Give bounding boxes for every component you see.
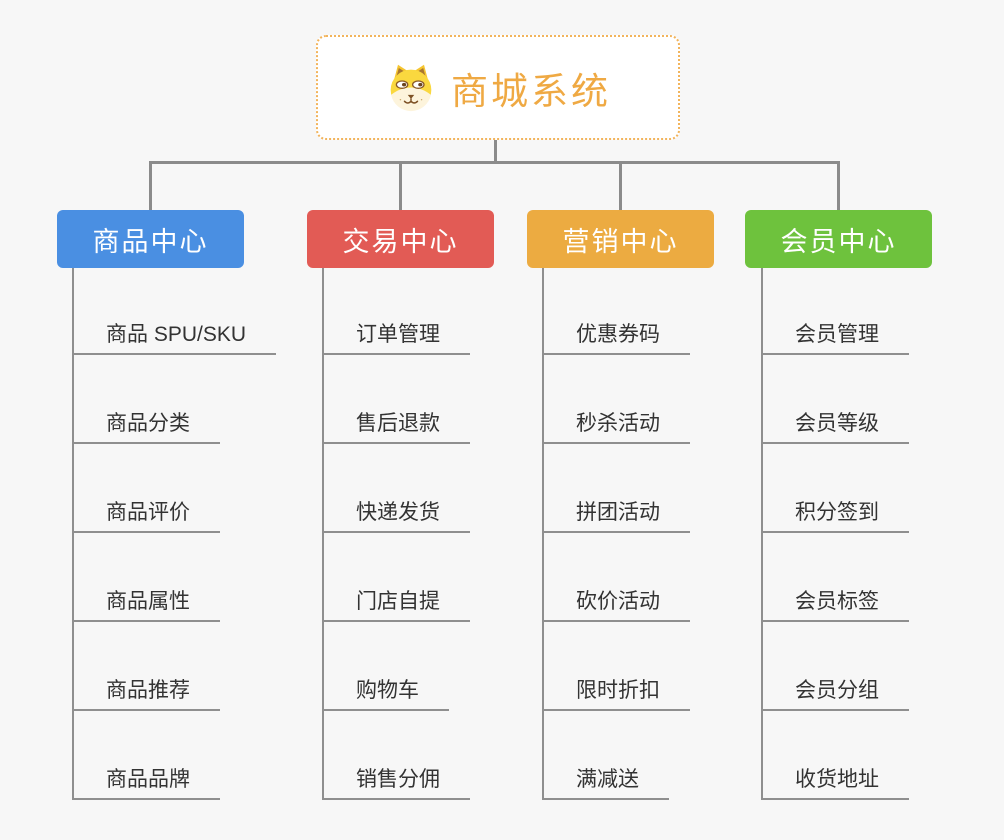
topic-node[interactable]: 会员管理 — [763, 268, 909, 355]
branch-header-products[interactable]: 商品中心 — [57, 210, 244, 268]
topic-node[interactable]: 拼团活动 — [544, 444, 690, 533]
topic-node[interactable]: 商品 SPU/SKU — [74, 268, 277, 355]
branch-label: 营销中心 — [562, 226, 679, 257]
dog-face-icon — [390, 64, 432, 112]
topic-node[interactable]: 积分签到 — [763, 444, 909, 533]
topic-node[interactable]: 砍价活动 — [544, 533, 690, 622]
topic-node[interactable]: 优惠券码 — [544, 268, 690, 355]
root-node[interactable]: 商城系统 — [316, 35, 680, 140]
connector-stub-branch-3 — [837, 161, 840, 210]
branch-list-marketing: 优惠券码 秒杀活动 拼团活动 砍价活动 限时折扣 满减送 — [542, 268, 690, 800]
branch-label: 商品中心 — [92, 226, 209, 257]
topic-node[interactable]: 商品品牌 — [74, 711, 220, 800]
topic-node[interactable]: 订单管理 — [324, 268, 470, 355]
topic-node[interactable]: 秒杀活动 — [544, 355, 690, 444]
topic-node[interactable]: 售后退款 — [324, 355, 470, 444]
topic-node[interactable]: 满减送 — [544, 711, 669, 800]
topic-node[interactable]: 门店自提 — [324, 533, 470, 622]
root-title: 商城系统 — [451, 70, 611, 112]
connector-stub-branch-1 — [399, 161, 402, 210]
topic-node[interactable]: 快递发货 — [324, 444, 470, 533]
connector-stub-branch-0 — [149, 161, 152, 210]
branch-label: 会员中心 — [780, 226, 897, 257]
topic-node[interactable]: 会员等级 — [763, 355, 909, 444]
branch-list-products: 商品 SPU/SKU 商品分类 商品评价 商品属性 商品推荐 商品品牌 — [72, 268, 277, 800]
connector-stub-branch-2 — [619, 161, 622, 210]
topic-node[interactable]: 商品推荐 — [74, 622, 220, 711]
branch-header-marketing[interactable]: 营销中心 — [527, 210, 714, 268]
topic-node[interactable]: 商品分类 — [74, 355, 220, 444]
connector-root-drop — [494, 140, 497, 164]
topic-node[interactable]: 商品属性 — [74, 533, 220, 622]
topic-node[interactable]: 销售分佣 — [324, 711, 470, 800]
branch-header-members[interactable]: 会员中心 — [745, 210, 932, 268]
topic-node[interactable]: 会员标签 — [763, 533, 909, 622]
topic-node[interactable]: 收货地址 — [763, 711, 909, 800]
branch-list-members: 会员管理 会员等级 积分签到 会员标签 会员分组 收货地址 — [761, 268, 909, 800]
topic-node[interactable]: 商品评价 — [74, 444, 220, 533]
topic-node[interactable]: 会员分组 — [763, 622, 909, 711]
topic-node[interactable]: 购物车 — [324, 622, 449, 711]
topic-node[interactable]: 限时折扣 — [544, 622, 690, 711]
branch-header-trade[interactable]: 交易中心 — [307, 210, 494, 268]
connector-horizontal — [149, 161, 840, 164]
branch-list-trade: 订单管理 售后退款 快递发货 门店自提 购物车 销售分佣 — [322, 268, 470, 800]
branch-label: 交易中心 — [342, 226, 459, 257]
